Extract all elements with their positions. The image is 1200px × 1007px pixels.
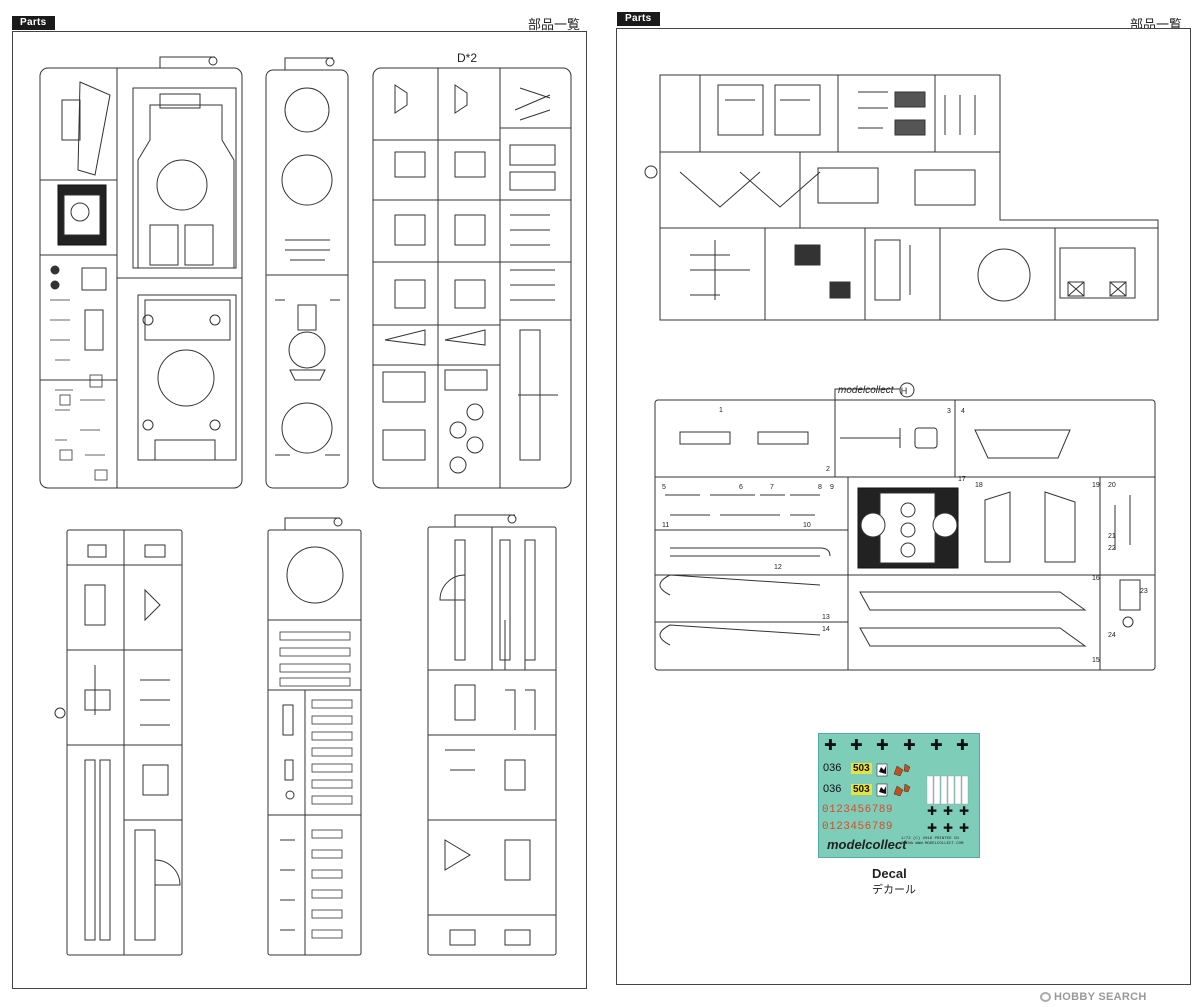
svg-text:6: 6 <box>739 484 743 491</box>
turret-number-badge: 503 <box>851 784 872 795</box>
sprue-h-letter: H <box>901 386 908 396</box>
balkenkreuz-icon: ✚ <box>956 736 969 754</box>
svg-text:16: 16 <box>1092 575 1100 582</box>
decal-brand-logo: modelcollect <box>827 837 907 852</box>
page-title-left: 部品一覧 <box>528 18 581 33</box>
sprue-lower-left <box>54 529 183 956</box>
hobby-search-logo-icon <box>1040 992 1051 1002</box>
balkenkreuz-icon: ✚ <box>927 804 938 818</box>
number-strip-icon <box>926 775 969 805</box>
unit-insignia-icon <box>893 763 911 797</box>
balkenkreuz-icon: ✚ <box>903 736 916 754</box>
svg-text:13: 13 <box>822 614 830 621</box>
decal-caption: Decal <box>872 866 907 881</box>
svg-text:1: 1 <box>719 407 723 414</box>
emblem-artwork <box>876 763 969 805</box>
sprue-hull <box>39 56 243 489</box>
digit-row: 0123456789 <box>822 821 894 833</box>
balkenkreuz-icon: ✚ <box>959 821 970 835</box>
sprue-h-brand: modelcollect <box>838 385 895 396</box>
balkenkreuz-icon: ✚ <box>824 736 837 754</box>
svg-text:2: 2 <box>826 466 830 473</box>
sprue-lower-right <box>427 514 557 956</box>
balkenkreuz-icon: ✚ <box>930 736 943 754</box>
sprue-right-top <box>644 74 1159 321</box>
svg-text:10: 10 <box>803 522 811 529</box>
svg-text:18: 18 <box>975 482 983 489</box>
svg-text:5: 5 <box>662 484 666 491</box>
sprue-lower-middle <box>267 517 362 956</box>
tactical-number: 036 <box>823 783 842 795</box>
svg-text:19: 19 <box>1092 482 1100 489</box>
svg-text:4: 4 <box>961 408 965 415</box>
svg-text:7: 7 <box>770 484 774 491</box>
balkenkreuz-icon: ✚ <box>943 821 954 835</box>
svg-text:20: 20 <box>1108 482 1116 489</box>
svg-text:8: 8 <box>818 484 822 491</box>
svg-text:14: 14 <box>822 626 830 633</box>
balkenkreuz-icon: ✚ <box>876 736 889 754</box>
balkenkreuz-icon: ✚ <box>850 736 863 754</box>
decal-caption-jp: デカール <box>872 883 916 896</box>
svg-text:17: 17 <box>958 476 966 483</box>
svg-text:9: 9 <box>830 484 834 491</box>
svg-text:11: 11 <box>662 522 669 529</box>
parts-tag-left: Parts <box>12 16 55 30</box>
site-watermark: HOBBY SEARCH <box>1040 991 1147 1003</box>
balkenkreuz-icon: ✚ <box>927 821 938 835</box>
sprue-h <box>654 382 1156 671</box>
turret-number-badge: 503 <box>851 763 872 774</box>
sprue-d <box>372 67 572 489</box>
svg-text:21: 21 <box>1108 533 1116 540</box>
svg-text:3: 3 <box>947 408 951 415</box>
decal-sheet: ✚ ✚ ✚ ✚ ✚ ✚ 036 503 036 503 0123456789 0… <box>818 733 980 858</box>
left-page-frame <box>12 31 587 989</box>
sprue-d-label: D*2 <box>457 51 477 65</box>
watermark-text: HOBBY SEARCH <box>1054 991 1147 1003</box>
digit-row: 0123456789 <box>822 804 894 816</box>
parts-tag-right: Parts <box>617 12 660 26</box>
svg-text:22: 22 <box>1108 545 1116 552</box>
sprue-turret-ring <box>265 57 349 489</box>
svg-text:12: 12 <box>774 564 782 571</box>
balkenkreuz-icon: ✚ <box>959 804 970 818</box>
tactical-number: 036 <box>823 762 842 774</box>
svg-text:23: 23 <box>1140 588 1148 595</box>
balkenkreuz-icon: ✚ <box>943 804 954 818</box>
svg-text:24: 24 <box>1108 632 1116 639</box>
decal-fine-print: 1/72 (C) 2016 PRINTED IN CHINA WWW.MODEL… <box>901 837 964 846</box>
bear-emblem-icon <box>876 763 888 797</box>
svg-text:15: 15 <box>1092 657 1100 664</box>
